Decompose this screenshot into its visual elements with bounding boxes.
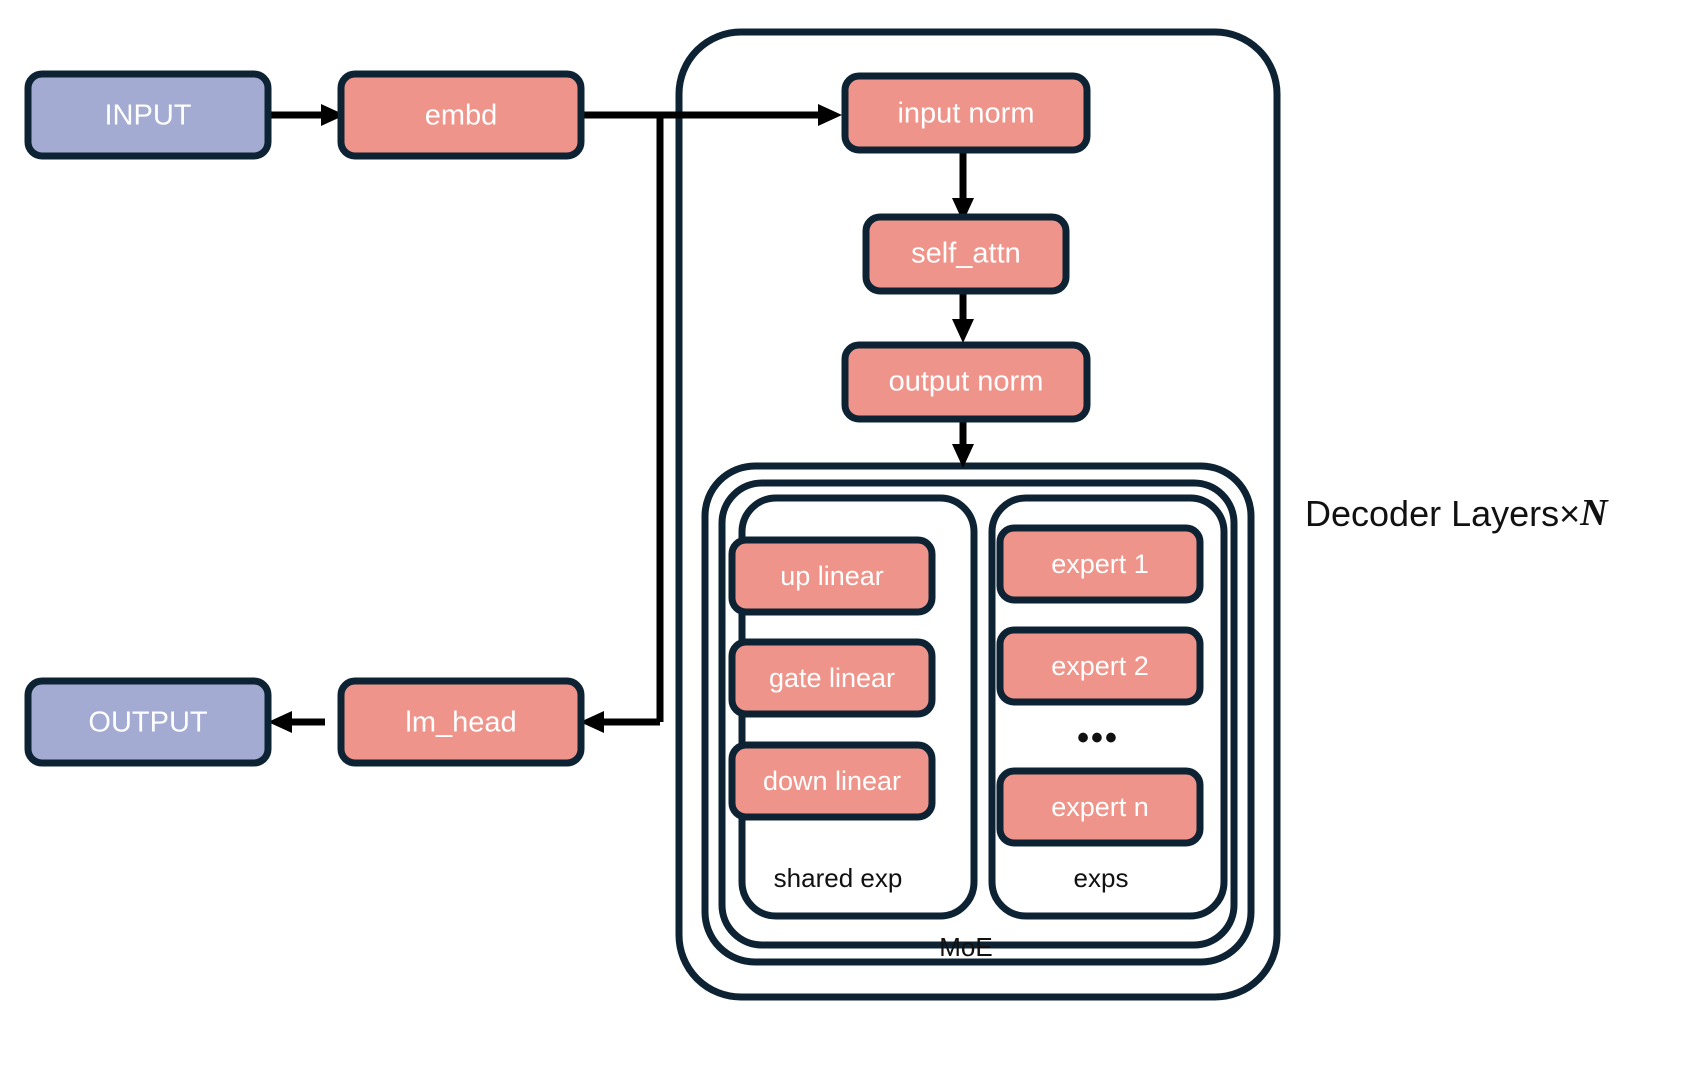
arrow-input-to-embd <box>268 104 345 126</box>
group-moe-inner <box>718 479 1238 949</box>
node-down-linear[interactable]: down linear <box>728 741 936 821</box>
node-input-norm-label: input norm <box>897 98 1034 130</box>
node-down-linear-rect[interactable] <box>728 741 936 821</box>
group-moe-outer <box>701 462 1255 966</box>
node-expert-2-rect[interactable] <box>996 626 1204 706</box>
node-lm-head-label: lm_head <box>405 707 516 739</box>
node-self-attn-label: self_attn <box>911 238 1021 270</box>
node-input-norm-rect[interactable] <box>841 72 1091 154</box>
node-expert-1[interactable]: expert 1 <box>996 524 1204 604</box>
node-embd-label: embd <box>425 100 498 132</box>
group-experts <box>988 494 1228 920</box>
node-output-norm[interactable]: output norm <box>841 341 1091 423</box>
node-expert-2[interactable]: expert 2 <box>996 626 1204 706</box>
decoder-layers-label-text: Decoder Layers× <box>1305 493 1580 534</box>
node-expert-1-label: expert 1 <box>1051 549 1149 579</box>
node-self-attn[interactable]: self_attn <box>862 213 1070 295</box>
node-embd[interactable]: embd <box>337 70 585 160</box>
arrow-input-norm-to-self-attn <box>952 148 974 222</box>
node-expert-1-rect[interactable] <box>996 524 1204 604</box>
node-output-label: OUTPUT <box>88 707 208 739</box>
decoder-layers-label: Decoder Layers×N <box>1305 492 1609 534</box>
node-input-rect[interactable] <box>24 70 272 160</box>
decoder-layers-multiplier: N <box>1579 492 1609 534</box>
node-self-attn-rect[interactable] <box>862 213 1070 295</box>
node-up-linear-rect[interactable] <box>728 536 936 616</box>
node-gate-linear-rect[interactable] <box>728 638 936 718</box>
node-gate-linear[interactable]: gate linear <box>728 638 936 718</box>
node-expert-n-rect[interactable] <box>996 767 1204 847</box>
node-embd-rect[interactable] <box>337 70 585 160</box>
arrow-self-attn-to-output-norm <box>952 290 974 343</box>
node-output-norm-rect[interactable] <box>841 341 1091 423</box>
group-moe-label: MoE <box>939 932 992 962</box>
node-output-norm-label: output norm <box>889 366 1044 398</box>
node-lm-head[interactable]: lm_head <box>337 677 585 767</box>
arrow-output-norm-to-moe <box>952 415 974 468</box>
arrow-decoder-to-lm-head <box>580 711 660 733</box>
node-output[interactable]: OUTPUT <box>24 677 272 767</box>
node-gate-linear-label: gate linear <box>769 663 895 693</box>
node-output-rect[interactable] <box>24 677 272 767</box>
group-shared-expert-label: shared exp <box>774 863 903 893</box>
node-input[interactable]: INPUT <box>24 70 272 160</box>
arrow-lm-head-to-output <box>268 711 325 733</box>
node-expert-n[interactable]: expert n <box>996 767 1204 847</box>
node-up-linear[interactable]: up linear <box>728 536 936 616</box>
group-experts-label: exps <box>1074 863 1129 893</box>
node-expert-2-label: expert 2 <box>1051 651 1149 681</box>
node-input-label: INPUT <box>105 100 192 132</box>
arrow-embd-to-input-norm <box>581 104 842 126</box>
node-lm-head-rect[interactable] <box>337 677 585 767</box>
node-up-linear-label: up linear <box>780 561 884 591</box>
node-expert-n-label: expert n <box>1051 792 1149 822</box>
experts-ellipsis: ••• <box>1077 719 1119 757</box>
node-input-norm[interactable]: input norm <box>841 72 1091 154</box>
node-down-linear-label: down linear <box>763 766 901 796</box>
group-decoder-layers <box>675 28 1281 1001</box>
